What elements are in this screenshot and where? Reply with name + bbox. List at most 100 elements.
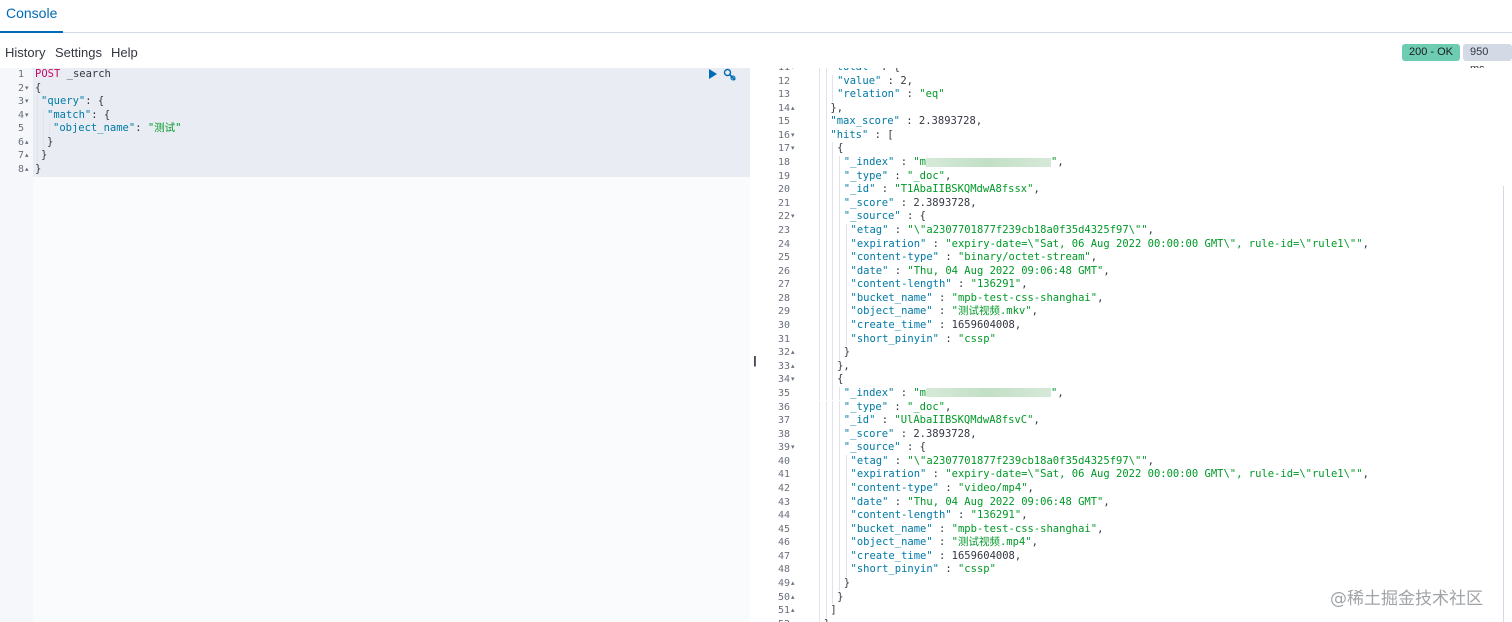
- code-line[interactable]: "_type" : "_doc",: [844, 170, 952, 184]
- help-menu-item[interactable]: Help: [111, 45, 138, 60]
- fold-close-icon[interactable]: ▴: [25, 152, 29, 159]
- code-line[interactable]: "query": {: [41, 95, 104, 109]
- code-line[interactable]: "_index" : "m",: [844, 387, 1064, 401]
- indent-guide: [832, 590, 834, 605]
- code-line[interactable]: "short_pinyin" : "cssp": [851, 333, 996, 347]
- code-line[interactable]: "etag" : "\"a2307701877f239cb18a0f35d432…: [851, 455, 1154, 469]
- panel-resize-handle[interactable]: ||: [753, 355, 756, 367]
- code-line[interactable]: "content-length" : "136291",: [851, 509, 1028, 523]
- code-line[interactable]: {: [837, 142, 843, 156]
- line-number: 12: [777, 75, 790, 87]
- code-line[interactable]: "_type" : "_doc",: [844, 401, 952, 415]
- code-token: :: [875, 183, 895, 196]
- fold-close-icon[interactable]: ▴: [791, 580, 795, 588]
- code-line[interactable]: "relation" : "eq": [837, 88, 944, 102]
- fold-close-icon[interactable]: ▴: [791, 618, 795, 622]
- indent-guide: [819, 522, 820, 537]
- code-line[interactable]: {: [35, 82, 41, 96]
- code-line[interactable]: }: [47, 136, 53, 150]
- code-line[interactable]: "create_time" : 1659604008,: [851, 550, 1022, 564]
- code-line[interactable]: "_source" : {: [844, 441, 926, 455]
- code-line[interactable]: "short_pinyin" : "cssp": [851, 563, 996, 577]
- settings-menu-item[interactable]: Settings: [55, 45, 102, 60]
- fold-open-icon[interactable]: ▾: [791, 213, 795, 221]
- code-token: :: [900, 88, 920, 101]
- code-token: :: [894, 196, 914, 209]
- response-viewer[interactable]: 11▾"total" : {12"value" : 2,13"relation"…: [762, 68, 1512, 622]
- code-line[interactable]: "content-type" : "video/mp4",: [851, 482, 1034, 496]
- indent-guide: [819, 115, 820, 129]
- code-token: }: [47, 135, 54, 148]
- fold-close-icon[interactable]: ▴: [791, 349, 795, 357]
- code-token: :: [899, 115, 919, 128]
- code-token: ": [1051, 386, 1058, 399]
- indent-guide: [819, 88, 820, 102]
- code-line[interactable]: ]: [830, 604, 836, 618]
- code-line[interactable]: "object_name": "测试": [53, 122, 182, 136]
- code-line[interactable]: "content-length" : "136291",: [851, 278, 1028, 292]
- fold-open-icon[interactable]: ▾: [791, 145, 795, 153]
- fold-close-icon[interactable]: ▴: [791, 607, 795, 615]
- code-line[interactable]: "bucket_name" : "mpb-test-css-shanghai",: [851, 523, 1104, 537]
- fold-open-icon[interactable]: ▾: [791, 444, 795, 452]
- code-line[interactable]: "content-type" : "binary/octet-stream",: [851, 251, 1098, 265]
- code-line[interactable]: "match": {: [47, 109, 110, 123]
- code-line[interactable]: "hits" : [: [830, 129, 893, 143]
- code-line[interactable]: }: [41, 149, 47, 163]
- code-line[interactable]: }: [844, 346, 850, 360]
- indent-guide: [832, 373, 834, 387]
- tab-console[interactable]: Console: [0, 0, 64, 33]
- code-line[interactable]: "expiration" : "expiry-date=\"Sat, 06 Au…: [851, 238, 1369, 252]
- fold-close-icon[interactable]: ▴: [791, 362, 795, 370]
- fold-open-icon[interactable]: ▾: [25, 84, 29, 92]
- code-line[interactable]: "object_name" : "测试视频.mp4",: [851, 536, 1038, 550]
- fold-open-icon[interactable]: ▾: [791, 68, 795, 75]
- code-token: ,: [1057, 156, 1064, 169]
- fold-close-icon[interactable]: ▴: [25, 138, 29, 146]
- code-line[interactable]: "_id" : "UlAbaIIBSKQMdwA8fsvC",: [844, 414, 1040, 428]
- code-line[interactable]: "_score" : 2.3893728,: [844, 428, 977, 442]
- code-token: : {: [91, 108, 111, 121]
- fold-close-icon[interactable]: ▴: [25, 165, 29, 173]
- code-line[interactable]: }: [824, 618, 830, 622]
- fold-open-icon[interactable]: ▾: [791, 131, 795, 139]
- code-token: 2.3893728: [918, 115, 976, 128]
- code-line[interactable]: {: [837, 373, 843, 387]
- code-line[interactable]: "total" : {: [830, 68, 900, 75]
- code-line[interactable]: "create_time" : 1659604008,: [851, 319, 1022, 333]
- code-line[interactable]: POST _search: [35, 68, 111, 82]
- code-line[interactable]: "date" : "Thu, 04 Aug 2022 09:06:48 GMT"…: [851, 496, 1110, 510]
- fold-open-icon[interactable]: ▾: [25, 98, 29, 105]
- code-line[interactable]: }: [844, 577, 850, 591]
- code-line[interactable]: }: [837, 591, 843, 605]
- code-line[interactable]: "_index" : "m",: [844, 156, 1064, 170]
- play-icon[interactable]: [709, 69, 717, 79]
- code-line[interactable]: "_score" : 2.3893728,: [844, 197, 977, 211]
- fold-open-icon[interactable]: ▾: [791, 376, 795, 384]
- code-line[interactable]: "max_score" : 2.3893728,: [830, 115, 982, 129]
- code-line[interactable]: "bucket_name" : "mpb-test-css-shanghai",: [851, 292, 1104, 306]
- code-line[interactable]: "etag" : "\"a2307701877f239cb18a0f35d432…: [851, 224, 1154, 238]
- line-number: 40: [777, 455, 790, 467]
- line-number: 46: [777, 537, 790, 549]
- code-line[interactable]: "expiration" : "expiry-date=\"Sat, 06 Au…: [851, 468, 1369, 482]
- fold-close-icon[interactable]: ▴: [791, 593, 795, 601]
- code-line[interactable]: "date" : "Thu, 04 Aug 2022 09:06:48 GMT"…: [851, 265, 1110, 279]
- code-line[interactable]: },: [830, 102, 843, 116]
- indent-guide: [839, 196, 841, 211]
- wrench-icon[interactable]: [723, 68, 737, 82]
- code-line[interactable]: },: [837, 360, 850, 374]
- indent-guide: [819, 373, 820, 387]
- code-line[interactable]: "value" : 2,: [837, 75, 913, 89]
- code-line[interactable]: "_source" : {: [844, 210, 926, 224]
- fold-close-icon[interactable]: ▴: [791, 104, 795, 112]
- history-menu-item[interactable]: History: [5, 45, 46, 60]
- code-token: :: [135, 122, 148, 134]
- code-line[interactable]: }: [35, 163, 41, 177]
- code-line[interactable]: "object_name" : "测试视频.mkv",: [851, 305, 1038, 319]
- indent-guide: [832, 386, 834, 401]
- code-line[interactable]: "_id" : "T1AbaIIBSKQMdwA8fssx",: [844, 183, 1040, 197]
- fold-open-icon[interactable]: ▾: [25, 111, 29, 119]
- response-scrollbar[interactable]: [1503, 186, 1504, 622]
